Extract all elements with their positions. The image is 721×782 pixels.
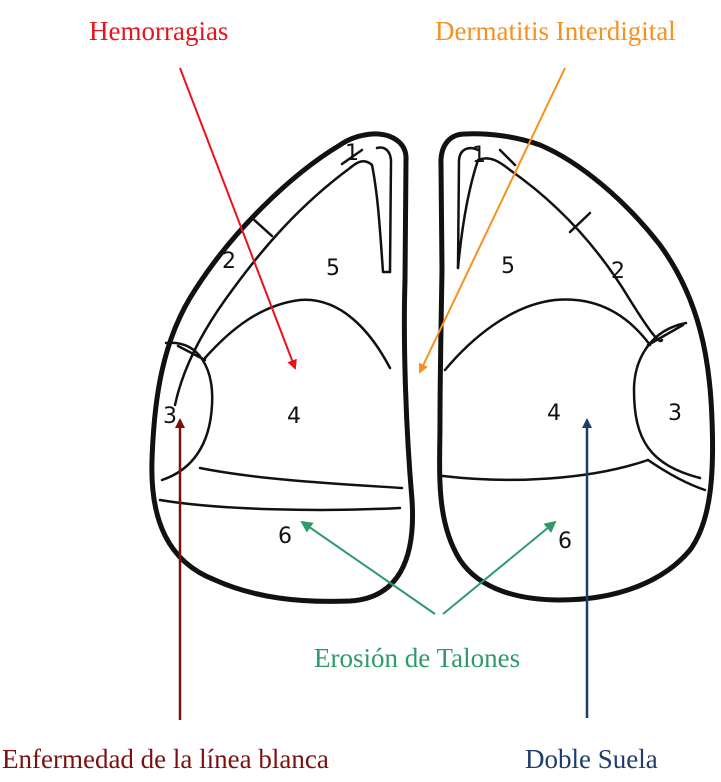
hemorragias-label: Hemorragias (89, 16, 228, 46)
right-zone-1-label: 1 (472, 143, 486, 168)
right-zone-4-label: 4 (547, 401, 561, 426)
right-claw-outline (440, 134, 713, 600)
left-zone-4-5-boundary (205, 300, 390, 368)
right-claw: 1 2 3 4 5 6 (440, 134, 713, 600)
left-zone-5-label: 5 (326, 256, 340, 281)
right-zone-6-label: 6 (558, 529, 572, 554)
left-zone-4-label: 4 (287, 404, 301, 429)
right-zone-2-label: 2 (611, 259, 625, 284)
left-zone-6-label: 6 (278, 524, 292, 549)
right-divider-2-top (570, 213, 590, 232)
left-claw: 1 2 3 4 5 6 (152, 134, 413, 601)
left-zone-6-boundary (160, 500, 400, 510)
right-zone-6-boundary (648, 460, 705, 490)
left-zone-3-label: 3 (163, 404, 177, 429)
right-zone-3-label: 3 (668, 401, 682, 426)
right-zone-4-6-boundary (443, 460, 648, 480)
doble-suela-label: Doble Suela (525, 744, 658, 774)
right-white-line-inner (458, 158, 662, 341)
erosion-label: Erosión de Talones (314, 643, 520, 673)
right-divider-1-2 (500, 150, 515, 165)
left-zone-2-label: 2 (222, 249, 236, 274)
right-zone-3-boundary (634, 323, 700, 478)
dermatitis-label: Dermatitis Interdigital (435, 16, 676, 46)
right-zone-5-label: 5 (501, 254, 515, 279)
hemorragias-arrow (180, 68, 295, 368)
left-divider-2-top (252, 218, 272, 236)
linea-blanca-label: Enfermedad de la línea blanca (2, 744, 329, 774)
right-zone-4-5-boundary (445, 300, 650, 370)
left-zone-1-label: 1 (345, 141, 359, 166)
left-zone-4-6-boundary (200, 468, 402, 488)
